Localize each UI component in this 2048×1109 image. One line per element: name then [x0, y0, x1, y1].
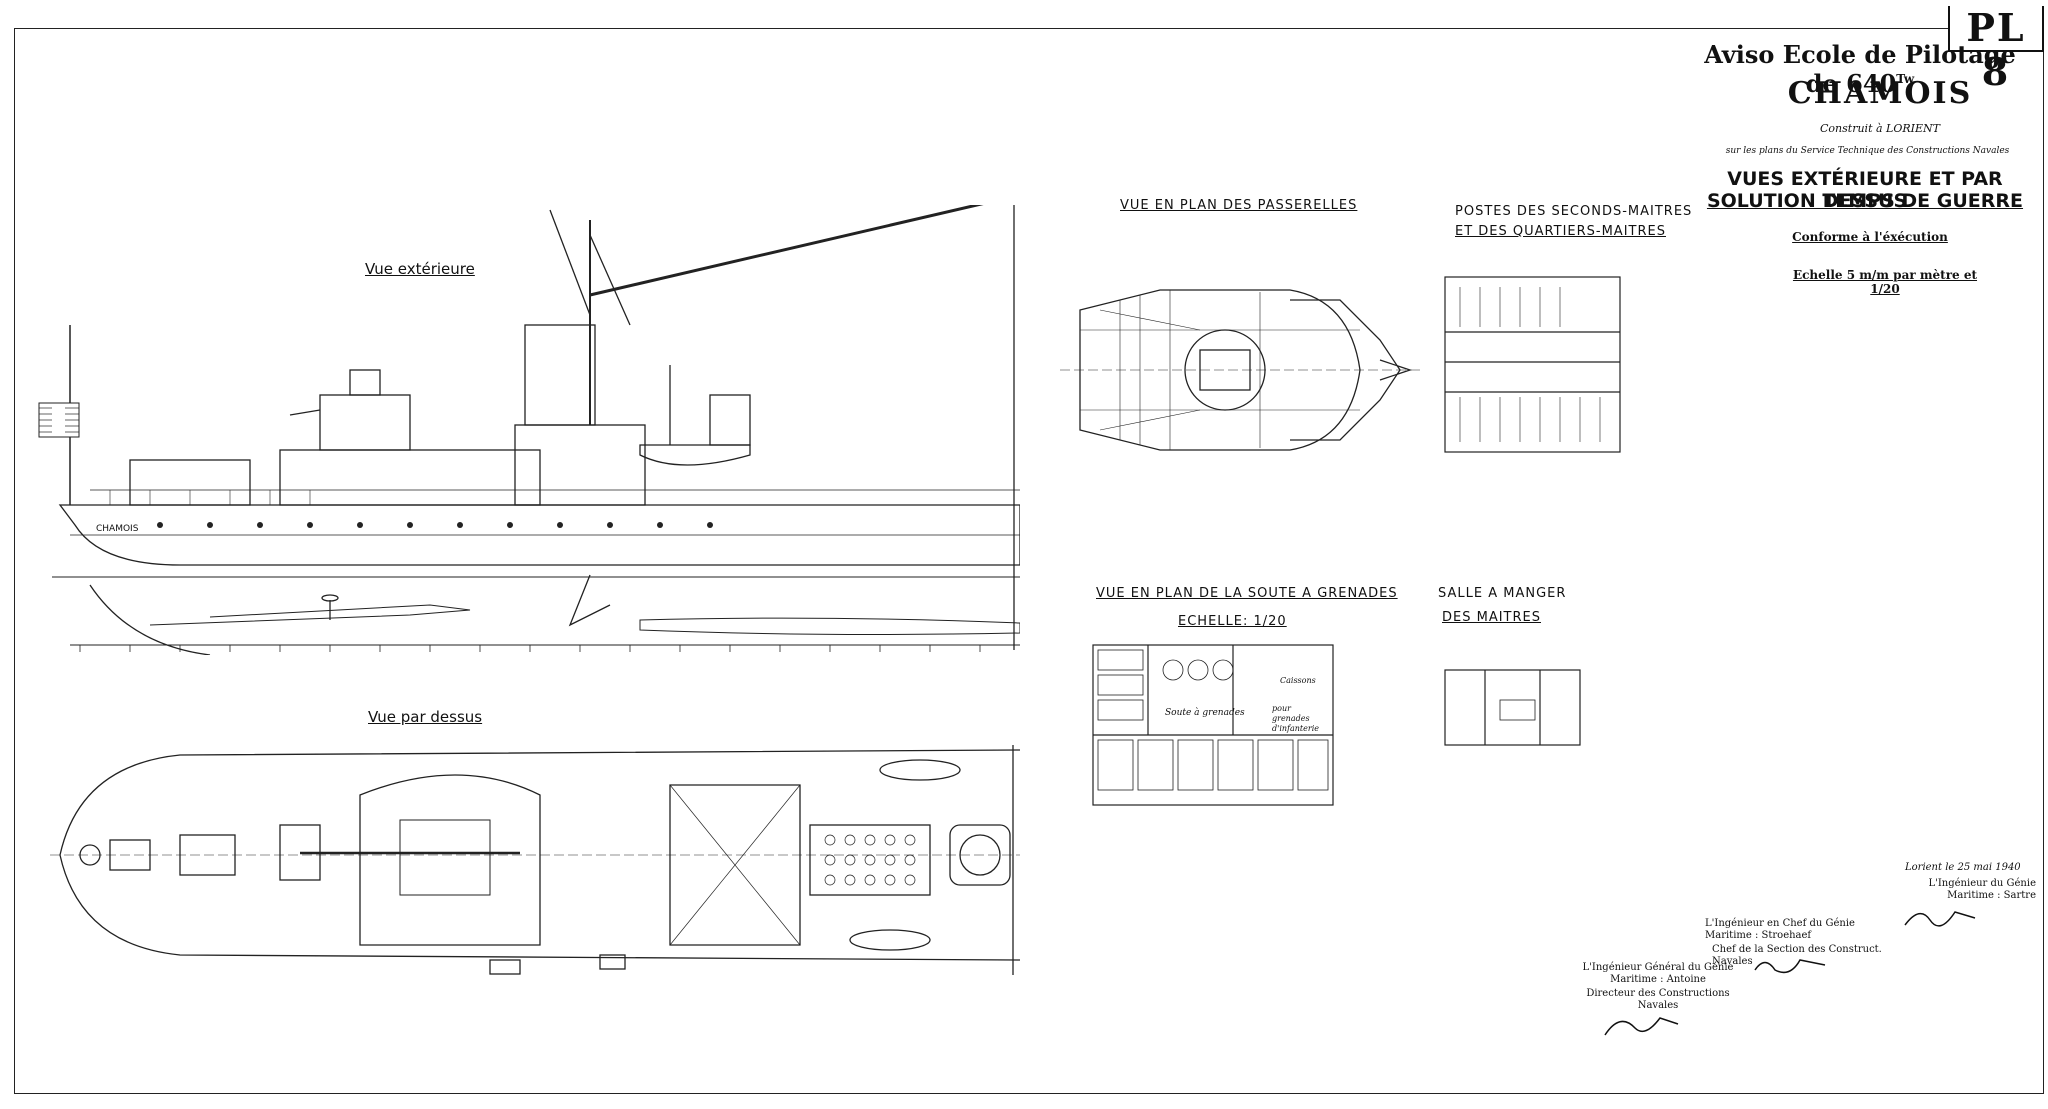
tricolor-flag-icon [38, 402, 80, 438]
exterior-view-label: Vue extérieure [365, 260, 475, 278]
views-title-2: SOLUTION TEMPS DE GUERRE [1706, 190, 2024, 212]
signature-mark-icon [1904, 911, 1976, 927]
plate-number: PL 8 [1948, 6, 2044, 94]
signature-director: Directeur des Constructions Navales [1586, 988, 1730, 1011]
signature-mark-icon [1754, 959, 1826, 974]
quarters-label-1: POSTES DES SECONDS-MAITRES [1455, 204, 1693, 219]
top-view-label: Vue par dessus [368, 708, 483, 726]
drawing-frame [14, 28, 2044, 1094]
quarters-plan-drawing [1444, 276, 1621, 453]
grenade-room-label: Soute à grenades [1165, 708, 1245, 718]
grenades-label-2: ECHELLE: 1/20 [1178, 614, 1287, 629]
signature-date: Lorient le 25 mai 1940 [1905, 862, 2021, 873]
grenades-label-1: VUE EN PLAN DE LA SOUTE A GRENADES [1096, 586, 1398, 601]
quarters-label-2: ET DES QUARTIERS-MAITRES [1455, 224, 1666, 239]
exterior-side-view [52, 205, 1020, 655]
scale-note: Echelle 5 m/m par mètre et 1/20 [1792, 268, 1978, 296]
mess-label-1: SALLE A MANGER [1438, 586, 1567, 601]
built-at: Construit à LORIENT [1820, 122, 1940, 135]
caissons-label: Caissons [1280, 676, 1316, 685]
mess-label-2: DES MAITRES [1442, 610, 1541, 625]
signature-engineer-sartre: L'Ingénieur du Génie Maritime : Sartre [1928, 878, 2036, 901]
hull-name-label: CHAMOIS [96, 524, 139, 534]
infantry-grenades-label: pour grenades d'infanterie [1272, 704, 1319, 733]
plans-source: sur les plans du Service Technique des C… [1725, 146, 2010, 156]
views-title-1: VUES EXTÉRIEURE ET PAR DESSUS [1727, 168, 2003, 212]
conformity-note: Conforme à l'éxécution [1792, 230, 1948, 244]
signature-section-chief: Chef de la Section des Construct. Navale… [1712, 944, 1882, 967]
mess-plan-drawing [1444, 669, 1581, 746]
signature-engineer-general: L'Ingénieur Général du Génie Maritime : … [1582, 962, 1734, 985]
signature-mark-icon [1604, 1017, 1679, 1036]
title-line1: Aviso Ecole de Pilotage de 640Tw [1704, 40, 2016, 98]
bridges-plan-label: VUE EN PLAN DES PASSERELLES [1120, 198, 1358, 213]
grenade-magazine-drawing [1092, 644, 1334, 806]
ship-name: CHAMOIS [1787, 76, 1973, 111]
bridges-plan-drawing [1060, 289, 1420, 451]
signature-chief-engineer: L'Ingénieur en Chef du Génie Maritime : … [1705, 918, 1855, 941]
top-plan-view [50, 745, 1020, 975]
